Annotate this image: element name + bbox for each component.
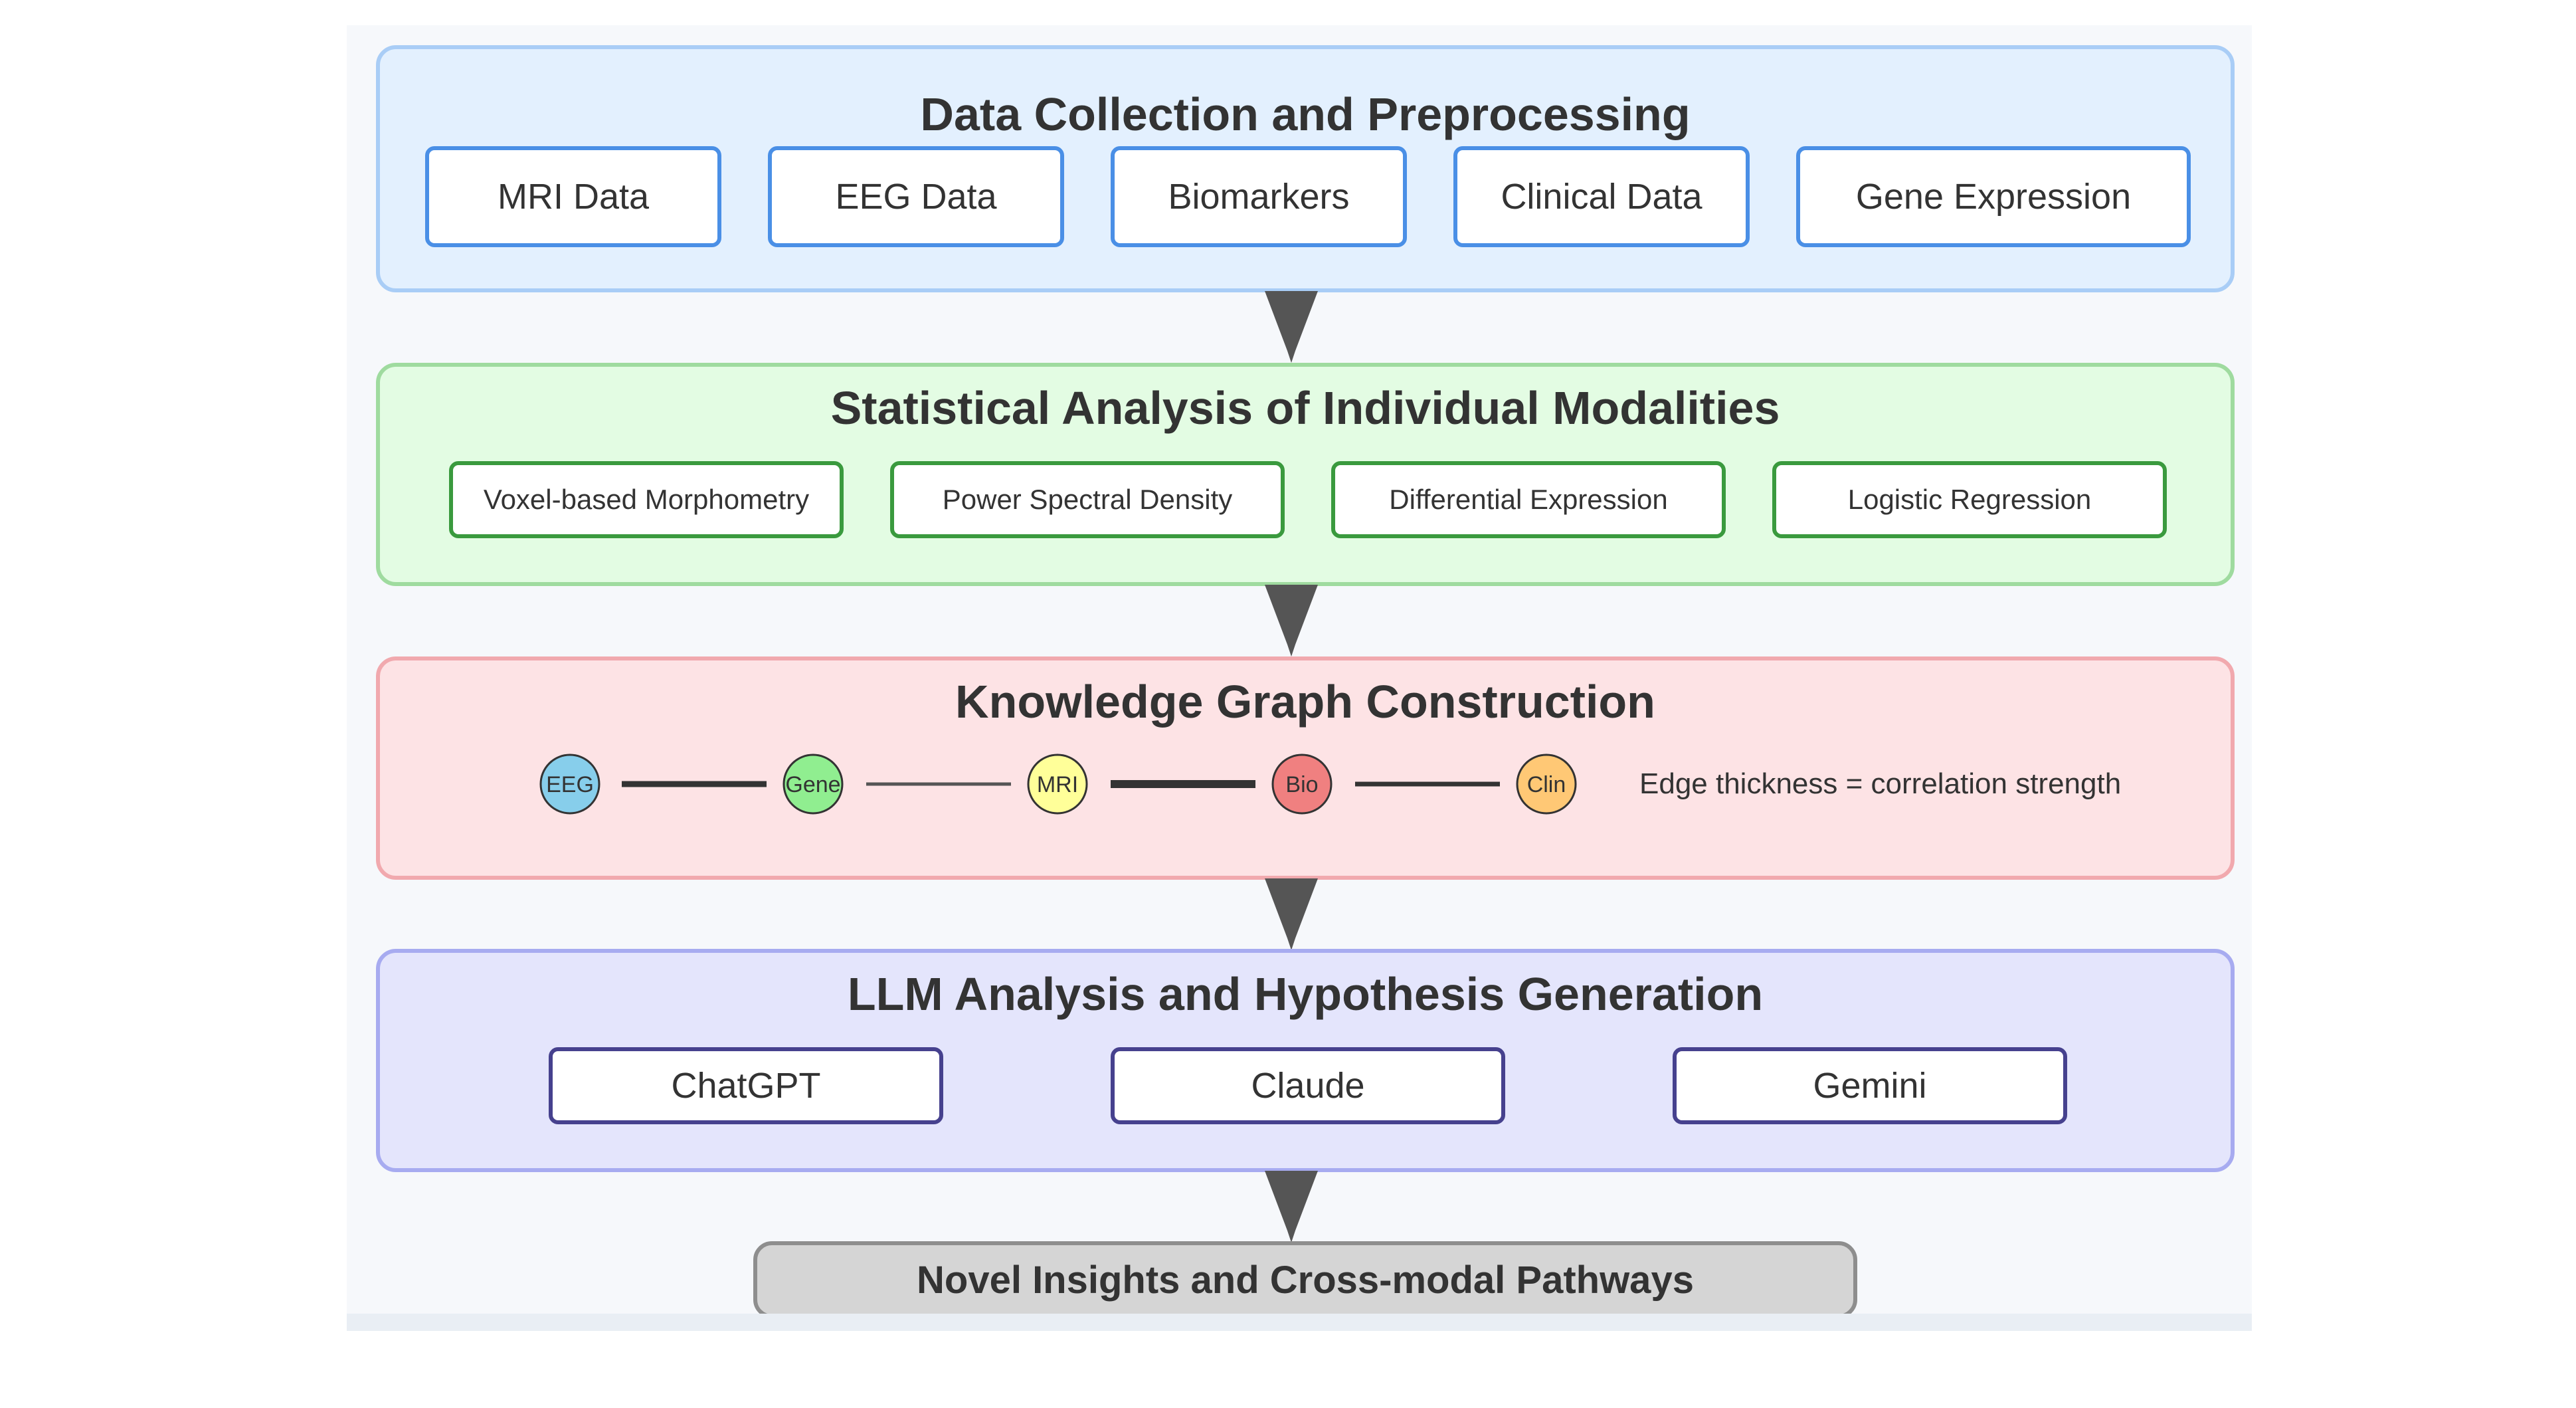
diagram-canvas: Data Collection and Preprocessing MRI Da… (347, 25, 2252, 1331)
edge-legend-note: Edge thickness = correlation strength (1639, 767, 2121, 800)
node-mri-label: MRI (1037, 772, 1078, 797)
logistic-regression-box: Logistic Regression (1772, 461, 2167, 538)
claude-box: Claude (1111, 1047, 1505, 1124)
node-gene (782, 754, 844, 815)
node-gene-label: Gene (785, 772, 840, 797)
llm-analysis-section: LLM Analysis and Hypothesis Generation C… (376, 949, 2235, 1172)
novel-insights-box: Novel Insights and Cross-modal Pathways (753, 1241, 1857, 1318)
node-eeg-label: EEG (546, 772, 594, 797)
knowledge-graph-section: Knowledge Graph Construction EEG Gene MR… (376, 656, 2235, 880)
node-clin (1516, 754, 1577, 815)
statistical-analysis-section: Statistical Analysis of Individual Modal… (376, 363, 2235, 586)
voxel-morphometry-box: Voxel-based Morphometry (449, 461, 844, 538)
biomarkers-box: Biomarkers (1111, 146, 1407, 247)
mri-data-box: MRI Data (425, 146, 721, 247)
llm-analysis-title: LLM Analysis and Hypothesis Generation (847, 968, 1764, 1020)
node-mri (1027, 754, 1088, 815)
node-bio-label: Bio (1285, 772, 1318, 797)
data-collection-section: Data Collection and Preprocessing MRI Da… (376, 45, 2235, 292)
arrow-down-icon (1265, 878, 1318, 950)
data-collection-title: Data Collection and Preprocessing (920, 88, 1691, 140)
node-bio (1271, 754, 1333, 815)
arrow-down-icon (1265, 291, 1318, 363)
arrow-down-icon (1265, 585, 1318, 656)
power-spectral-density-box: Power Spectral Density (890, 461, 1285, 538)
node-eeg (539, 754, 600, 815)
arrow-down-icon (1265, 1171, 1318, 1243)
chatgpt-box: ChatGPT (549, 1047, 943, 1124)
node-clin-label: Clin (1527, 772, 1566, 797)
canvas-bottom-strip (347, 1314, 2252, 1331)
eeg-data-box: EEG Data (768, 146, 1064, 247)
knowledge-graph-title: Knowledge Graph Construction (955, 676, 1655, 728)
statistical-analysis-title: Statistical Analysis of Individual Modal… (830, 382, 1780, 434)
gene-expression-box: Gene Expression (1796, 146, 2191, 247)
clinical-data-box: Clinical Data (1453, 146, 1750, 247)
differential-expression-box: Differential Expression (1331, 461, 1726, 538)
gemini-box: Gemini (1673, 1047, 2067, 1124)
knowledge-graph: EEG Gene MRI Bio Clin Edge thickness = c… (539, 754, 2121, 815)
